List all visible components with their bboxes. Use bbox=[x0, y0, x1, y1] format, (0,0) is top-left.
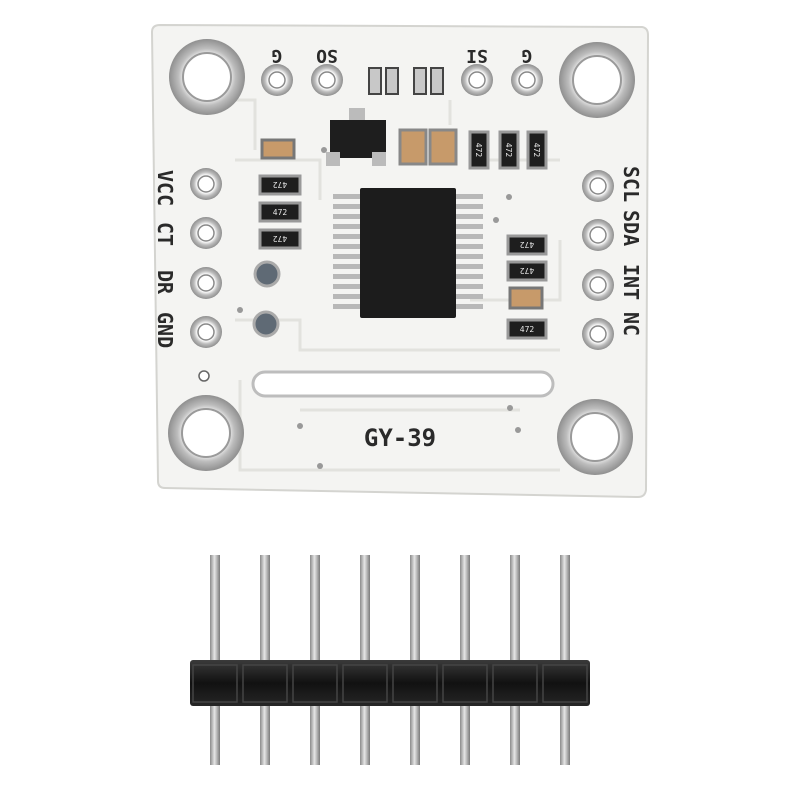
ic-lead-right bbox=[455, 214, 483, 219]
header-pin bbox=[260, 555, 270, 665]
ic-lead-right bbox=[455, 294, 483, 299]
pcb-board: G SO SI G 472 472 bbox=[150, 23, 650, 499]
header-pin bbox=[460, 555, 470, 665]
ic-lead-right bbox=[455, 264, 483, 269]
mounting-hole-top-left bbox=[169, 39, 245, 115]
header-pin-bottom bbox=[260, 700, 270, 765]
header-pin bbox=[210, 555, 220, 665]
ic-lead-right bbox=[455, 204, 483, 209]
resistor-code: 472 bbox=[520, 325, 535, 334]
left-pin-pads bbox=[190, 168, 222, 348]
ic-lead-left bbox=[333, 234, 361, 239]
right-label-nc: NC bbox=[619, 312, 643, 336]
ic-lead-left bbox=[333, 224, 361, 229]
header-segment bbox=[342, 664, 388, 703]
ic-lead-left bbox=[333, 204, 361, 209]
right-label-int: INT bbox=[619, 264, 643, 300]
ic-lead-left bbox=[333, 254, 361, 259]
header-pin bbox=[360, 555, 370, 665]
right-pin-labels: SCL SDA INT NC bbox=[619, 166, 643, 336]
ic-lead-right bbox=[455, 254, 483, 259]
left-label-vcc: VCC bbox=[153, 170, 177, 206]
ic-lead-right bbox=[455, 234, 483, 239]
board-slot bbox=[251, 370, 555, 398]
ic-lead-left bbox=[333, 214, 361, 219]
ic-lead-right bbox=[455, 304, 483, 309]
header-segment bbox=[292, 664, 338, 703]
resistor-code: 472 bbox=[520, 240, 535, 249]
top-label-so: SO bbox=[316, 45, 338, 66]
header-pin-bottom bbox=[310, 700, 320, 765]
resistor-code: 472 bbox=[532, 143, 541, 158]
header-plastic-strip bbox=[190, 660, 590, 706]
header-pin-bottom bbox=[210, 700, 220, 765]
ic-lead-right bbox=[455, 244, 483, 249]
ic-lead-left bbox=[333, 244, 361, 249]
ic-lead-right bbox=[455, 224, 483, 229]
mounting-hole-top-right bbox=[559, 42, 635, 118]
header-pin-bottom bbox=[410, 700, 420, 765]
left-label-gnd: GND bbox=[153, 312, 177, 348]
mounting-hole-bottom-right bbox=[557, 399, 633, 475]
top-label-g-left: G bbox=[272, 45, 283, 66]
right-pin-pads bbox=[582, 170, 614, 350]
header-segment bbox=[242, 664, 288, 703]
capacitors bbox=[260, 128, 544, 310]
header-segment bbox=[442, 664, 488, 703]
resistor-code: 472 bbox=[474, 143, 483, 158]
header-pin bbox=[510, 555, 520, 665]
ic-lead-left bbox=[333, 294, 361, 299]
header-pin bbox=[410, 555, 420, 665]
header-segment bbox=[392, 664, 438, 703]
ic-lead-left bbox=[333, 194, 361, 199]
left-label-dr: DR bbox=[153, 270, 177, 295]
resistor-code: 472 bbox=[504, 143, 513, 158]
resistor-code: 472 bbox=[520, 266, 535, 275]
header-pin-bottom bbox=[460, 700, 470, 765]
top-label-si: SI bbox=[466, 45, 488, 66]
header-pin-bottom bbox=[360, 700, 370, 765]
header-segment bbox=[492, 664, 538, 703]
header-pin-bottom bbox=[560, 700, 570, 765]
ic-lead-left bbox=[333, 284, 361, 289]
header-segment bbox=[542, 664, 588, 703]
ic-lead-right bbox=[455, 274, 483, 279]
right-label-sda: SDA bbox=[619, 210, 643, 246]
resistors: 472 472 472 472 472 472 472 472 472 bbox=[258, 130, 548, 340]
header-pin bbox=[560, 555, 570, 665]
model-label: GY-39 bbox=[364, 424, 436, 452]
ic-lead-left bbox=[333, 274, 361, 279]
left-pin-labels: VCC CT DR GND bbox=[153, 170, 177, 348]
top-label-g-right: G bbox=[522, 45, 533, 66]
top-resistor-array bbox=[368, 67, 444, 95]
resistor-code: 472 bbox=[273, 208, 288, 217]
voltage-regulator bbox=[326, 108, 386, 166]
right-label-scl: SCL bbox=[619, 166, 643, 202]
top-pin-pads bbox=[261, 64, 543, 96]
ic-lead-left bbox=[333, 264, 361, 269]
pin-header bbox=[190, 555, 590, 765]
resistor-code: 472 bbox=[273, 234, 288, 243]
ic-lead-right bbox=[455, 194, 483, 199]
resistor-code: 472 bbox=[273, 180, 288, 189]
main-ic-chip bbox=[333, 188, 483, 318]
header-segment bbox=[192, 664, 238, 703]
left-label-ct: CT bbox=[153, 222, 177, 246]
test-points bbox=[198, 147, 521, 469]
top-pin-labels: G SO SI G bbox=[272, 45, 533, 66]
mounting-hole-bottom-left bbox=[168, 395, 244, 471]
header-pin-bottom bbox=[510, 700, 520, 765]
header-pin bbox=[310, 555, 320, 665]
ic-lead-left bbox=[333, 304, 361, 309]
ic-lead-right bbox=[455, 284, 483, 289]
